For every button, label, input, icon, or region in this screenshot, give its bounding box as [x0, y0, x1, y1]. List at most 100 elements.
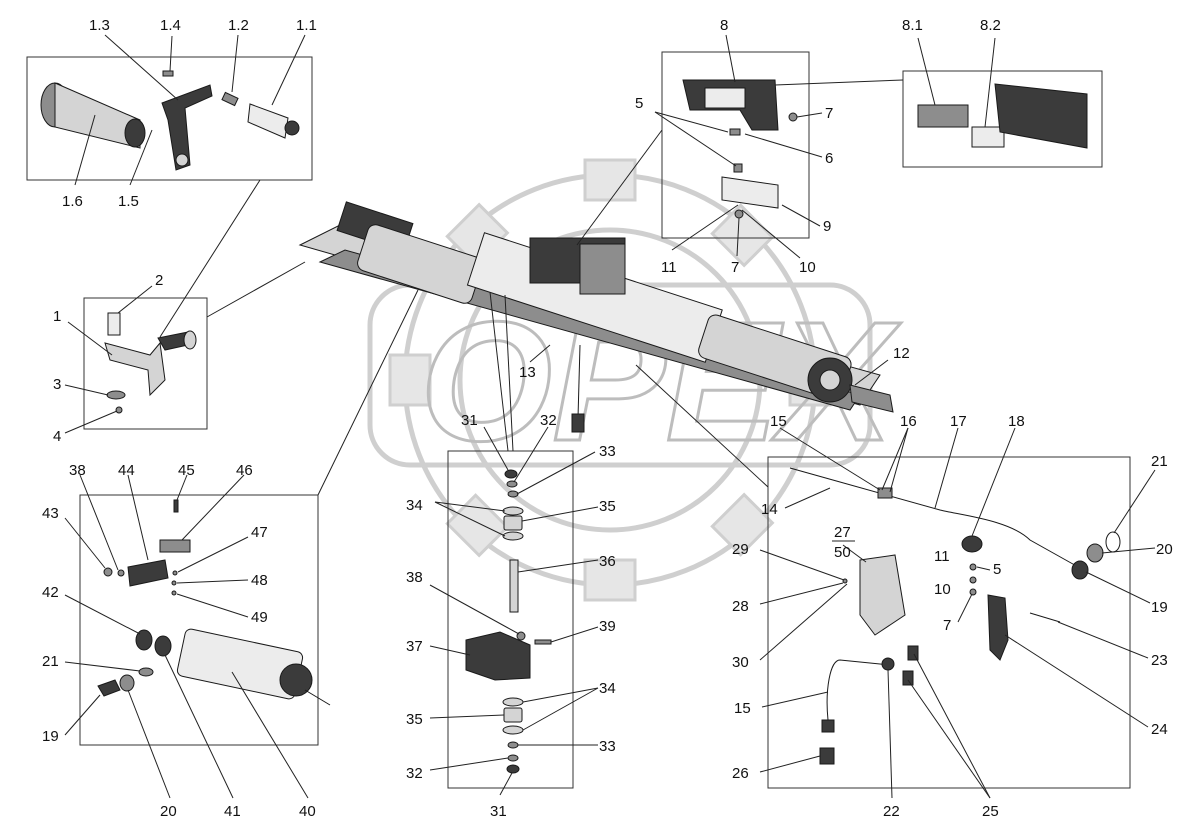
leader-33a	[516, 451, 596, 495]
label-22: 22	[883, 803, 900, 820]
label-32a: 32	[540, 412, 557, 429]
label-23: 23	[1151, 652, 1168, 669]
label-9: 9	[823, 218, 831, 235]
part-15-fitting	[821, 719, 835, 733]
leader-1-5	[129, 129, 153, 186]
panel-frames	[26, 51, 1131, 789]
leader-2	[117, 285, 153, 314]
leader-8-1	[917, 37, 936, 106]
leader-15a	[779, 427, 881, 491]
part-16-clamp	[877, 487, 893, 499]
part-22-fitting	[881, 657, 895, 671]
part-44-plate	[127, 559, 169, 587]
label-7c: 7	[943, 617, 951, 634]
label-35a: 35	[599, 498, 616, 515]
label-1-4: 1.4	[160, 17, 181, 34]
part-3-clip	[106, 390, 126, 400]
part-2-pin	[107, 312, 121, 336]
label-36: 36	[599, 553, 616, 570]
label-38a: 38	[69, 462, 86, 479]
part-8-insert	[704, 87, 746, 109]
leader-13	[529, 344, 551, 363]
leader-31a	[483, 426, 509, 471]
label-1-5: 1.5	[118, 193, 139, 210]
part-24-bracket	[987, 594, 1009, 661]
part-11-nut	[969, 563, 977, 571]
leader-5a-1	[654, 111, 729, 133]
label-1-3: 1.3	[89, 17, 110, 34]
part-1-2-spring	[221, 91, 239, 107]
part-47-washer	[172, 570, 178, 576]
leader-21a	[64, 661, 141, 672]
panel-top-right	[902, 70, 1103, 168]
part-8-clamp-block-right	[994, 83, 1088, 149]
leader-21b	[1113, 469, 1156, 534]
leader-17	[934, 427, 959, 509]
label-1-2: 1.2	[228, 17, 249, 34]
connector-topleft-to-left	[159, 179, 261, 338]
leader-34a-2	[434, 501, 506, 537]
part-32-washer-bottom	[507, 754, 519, 762]
label-35b: 35	[406, 711, 423, 728]
main-end-fork	[849, 384, 894, 413]
label-20a: 20	[160, 803, 177, 820]
part-23-pin	[1029, 612, 1061, 623]
part-17-tube	[789, 467, 1081, 569]
label-1-1: 1.1	[296, 17, 317, 34]
label-34a: 34	[406, 497, 423, 514]
label-15b: 15	[734, 700, 751, 717]
leader-40	[231, 671, 309, 799]
panel-top-middle	[661, 51, 810, 239]
label-1-6: 1.6	[62, 193, 83, 210]
label-8: 8	[720, 17, 728, 34]
part-34-washer-bottom-b	[502, 725, 524, 735]
leader-44	[127, 474, 149, 561]
leader-36	[517, 559, 599, 573]
leader-8-2	[984, 37, 996, 128]
label-7b: 7	[731, 259, 739, 276]
label-32b: 32	[406, 765, 423, 782]
part-33-washer-bottom	[507, 741, 519, 749]
leader-20b	[1101, 547, 1156, 554]
leader-12	[854, 359, 889, 386]
label-26: 26	[732, 765, 749, 782]
part-26-fitting	[819, 747, 835, 765]
label-15a: 15	[770, 413, 787, 430]
label-31b: 31	[490, 803, 507, 820]
leader-7a	[796, 112, 823, 118]
leader-38a	[79, 474, 119, 571]
callout-leaders	[64, 34, 1156, 799]
connector-main-to-bottomright	[635, 364, 769, 488]
connector-lines	[159, 79, 904, 496]
panel-bottom-right-parts	[789, 467, 1121, 765]
leader-32b	[429, 757, 509, 771]
leader-34b-1	[522, 687, 599, 703]
part-25-clip-top	[907, 645, 919, 661]
panel-top-left-parts	[40, 70, 300, 171]
label-14: 14	[761, 501, 778, 518]
label-16: 16	[900, 413, 917, 430]
part-5-screw-lower	[733, 163, 743, 173]
leader-24	[1004, 634, 1149, 728]
panel-bottom-right	[767, 456, 1131, 789]
label-48: 48	[251, 572, 268, 589]
leader-4	[64, 410, 118, 434]
main-end-flange-hub	[819, 369, 841, 391]
label-28: 28	[732, 598, 749, 615]
label-3: 3	[53, 376, 61, 393]
label-1: 1	[53, 308, 61, 325]
label-33a: 33	[599, 443, 616, 460]
label-7a: 7	[825, 105, 833, 122]
part-38-washer	[117, 569, 125, 577]
connector-left-to-main	[206, 261, 306, 318]
part-31-nut-top	[504, 469, 518, 479]
part-49-nut	[171, 590, 177, 596]
part-27-valve-block	[859, 554, 906, 636]
leader-6	[744, 133, 823, 158]
part-7-nut-right	[969, 588, 977, 596]
leader-30	[759, 583, 848, 661]
label-25: 25	[982, 803, 999, 820]
label-6: 6	[825, 150, 833, 167]
part-7-nut-bottom	[734, 209, 744, 219]
label-29: 29	[732, 541, 749, 558]
